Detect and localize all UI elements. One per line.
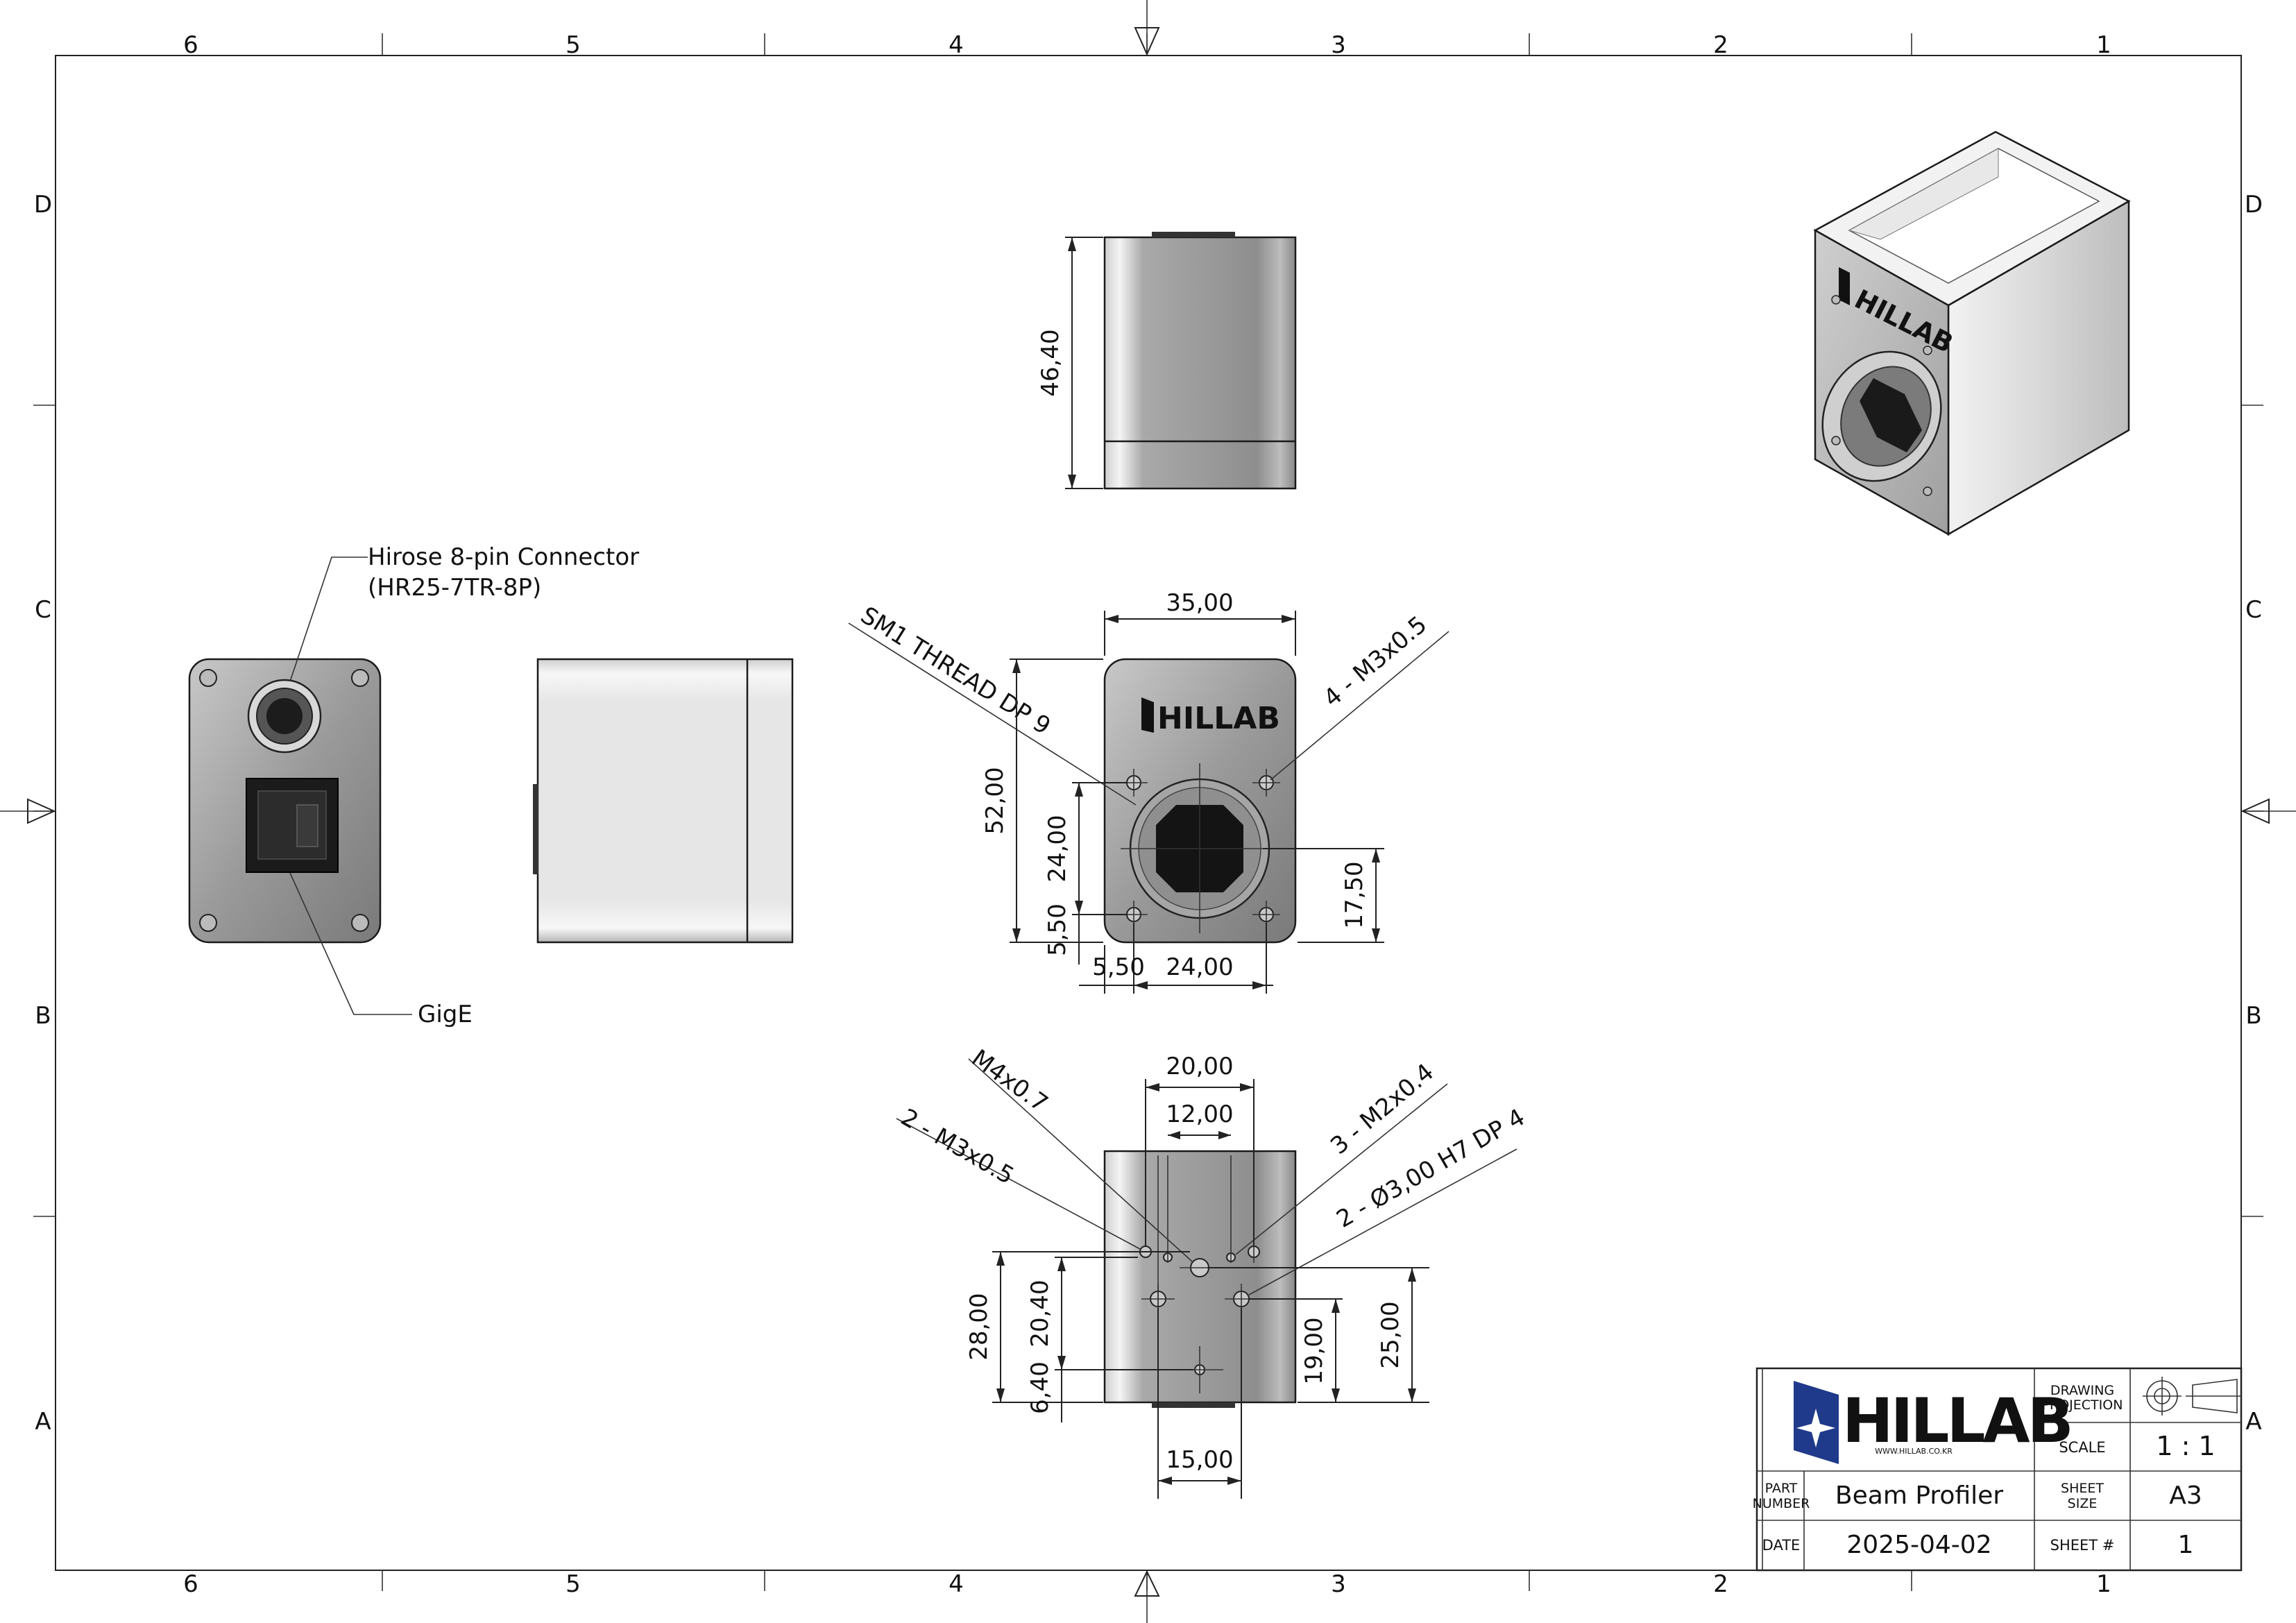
row-label-d: D [34, 191, 52, 219]
callout-gige: GigE [418, 1001, 473, 1028]
label-size: SIZE [2068, 1496, 2098, 1511]
dim-bottom-28: 28,00 [965, 1293, 993, 1360]
callout-connector-line2: (HR25-7TR-8P) [368, 574, 541, 602]
hillab-logo-front: HILLAB [1141, 697, 1280, 736]
column-label-2-bottom: 2 [1713, 1570, 1728, 1598]
title-block-company: HILLAB [1842, 1385, 2071, 1456]
label-number: NUMBER [1753, 1496, 1810, 1511]
ethernet-port-icon [246, 778, 339, 873]
row-label-b-right: B [2245, 1002, 2261, 1030]
screw-icon [199, 669, 369, 932]
dim-front-5-50-vertical: 5,50 [1044, 903, 1071, 956]
value-sheet-size: A3 [2169, 1481, 2202, 1510]
dim-front-5-50-horizontal: 5,50 [1092, 953, 1145, 981]
title-block-website: WWW.HILLAB.CO.KR [1875, 1447, 1953, 1456]
isometric-view: HILLAB [1813, 130, 2131, 536]
column-label-1-bottom: 1 [2096, 1570, 2111, 1598]
callout-bottom-m4: M4x0.7 [967, 1044, 1053, 1118]
label-sheet: SHEET [2061, 1481, 2104, 1496]
column-label-6-bottom: 6 [183, 1570, 198, 1598]
top-view: 46,40 [1037, 232, 1297, 490]
dim-bottom-6-40: 6,40 [1026, 1361, 1054, 1414]
column-label-5-bottom: 5 [566, 1570, 581, 1598]
dim-front-24-horizontal: 24,00 [1166, 953, 1233, 981]
dim-bottom-19: 19,00 [1300, 1317, 1328, 1384]
dim-bottom-20: 20,00 [1166, 1053, 1233, 1080]
row-label-c: C [35, 596, 51, 624]
value-part-name: Beam Profiler [1835, 1481, 2003, 1510]
column-label-2: 2 [1713, 31, 1728, 59]
label-date: DATE [1762, 1537, 1801, 1554]
rear-view: Hirose 8-pin Connector (HR25-7TR-8P) Gig… [188, 543, 639, 1028]
callout-bottom-m2: 3 - M2x0.4 [1325, 1058, 1439, 1160]
column-label-4-bottom: 4 [949, 1570, 964, 1598]
dim-front-17-50: 17,50 [1341, 861, 1368, 928]
row-label-d-right: D [2245, 191, 2263, 219]
column-label-1: 1 [2096, 31, 2111, 59]
row-label-a-right: A [2245, 1408, 2261, 1436]
bottom-view: M4x0.7 2 - M3x0.5 3 - M2x0.4 2 - Ø3,00 H… [896, 1044, 1529, 1499]
dim-front-24-vertical: 24,00 [1044, 815, 1071, 882]
column-label-3: 3 [1331, 31, 1346, 59]
third-angle-projection-icon [2143, 1377, 2241, 1416]
dim-front-height: 52,00 [981, 767, 1009, 834]
label-part: PART [1765, 1481, 1798, 1496]
label-drawing: DRAWING [2050, 1383, 2114, 1398]
column-label-3-bottom: 3 [1331, 1570, 1346, 1598]
row-label-c-right: C [2245, 596, 2262, 624]
callout-bottom-m3: 2 - M3x0.5 [896, 1103, 1019, 1190]
dim-bottom-20-40: 20,40 [1026, 1280, 1054, 1347]
row-label-b: B [35, 1002, 51, 1030]
value-sheet-number: 1 [2178, 1531, 2194, 1559]
dim-bottom-12: 12,00 [1166, 1101, 1233, 1128]
title-block: HILLAB WWW.HILLAB.CO.KR DRAWING PROJECTI… [1753, 1367, 2243, 1572]
value-date: 2025-04-02 [1846, 1531, 1991, 1559]
row-label-a: A [35, 1408, 51, 1436]
hillab-logo-title: HILLAB WWW.HILLAB.CO.KR [1794, 1381, 2074, 1464]
column-label-5: 5 [566, 31, 581, 59]
dim-bottom-25: 25,00 [1377, 1301, 1404, 1368]
label-sheet-number: SHEET # [2050, 1537, 2115, 1554]
dim-bottom-15: 15,00 [1166, 1446, 1233, 1474]
dim-top-height: 46,40 [1037, 329, 1064, 396]
label-projection: PROJECTION [2042, 1397, 2123, 1413]
callout-front-holes: 4 - M3x0.5 [1318, 611, 1432, 713]
value-scale: 1 : 1 [2156, 1431, 2215, 1461]
column-label-4: 4 [949, 31, 964, 59]
side-view [533, 658, 794, 944]
hirose-connector-icon [247, 679, 322, 754]
label-scale: SCALE [2059, 1439, 2105, 1456]
callout-sm1-thread: SM1 THREAD DP 9 [856, 602, 1055, 740]
callout-connector-line1: Hirose 8-pin Connector [368, 543, 639, 571]
column-label-6: 6 [183, 31, 198, 59]
logo-text-front: HILLAB [1157, 701, 1280, 736]
front-view: HILLAB SM1 THREAD DP 9 4 - M3x0.5 35,00 [848, 589, 1449, 994]
dim-front-width: 35,00 [1166, 589, 1233, 617]
